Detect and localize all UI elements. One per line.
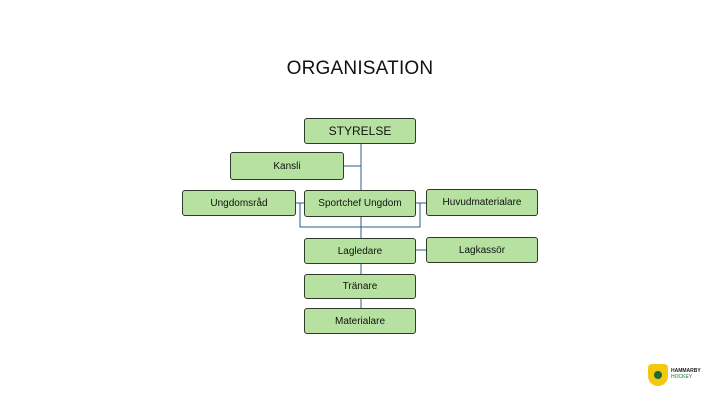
page-title: ORGANISATION <box>286 58 434 79</box>
node-ungdomsrad: Ungdomsråd <box>182 190 296 216</box>
logo-line-1: HAMMARBY <box>671 368 701 374</box>
logo-wordmark: HAMMARBY HOCKEY <box>671 368 701 380</box>
club-crest-icon <box>648 364 668 386</box>
connector-bracket <box>299 203 421 228</box>
logo-line-2: HOCKEY <box>671 374 693 380</box>
node-styrelse: STYRELSE <box>304 118 416 144</box>
node-huvudmaterialare: Huvudmaterialare <box>426 189 538 216</box>
club-logo: HAMMARBY HOCKEY <box>648 364 710 388</box>
node-tranare: Tränare <box>304 274 416 299</box>
node-materialare: Materialare <box>304 308 416 334</box>
node-sportchef-ungdom: Sportchef Ungdom <box>304 190 416 217</box>
node-kansli: Kansli <box>230 152 344 180</box>
node-lagkassor: Lagkassör <box>426 237 538 263</box>
node-lagledare: Lagledare <box>304 238 416 264</box>
